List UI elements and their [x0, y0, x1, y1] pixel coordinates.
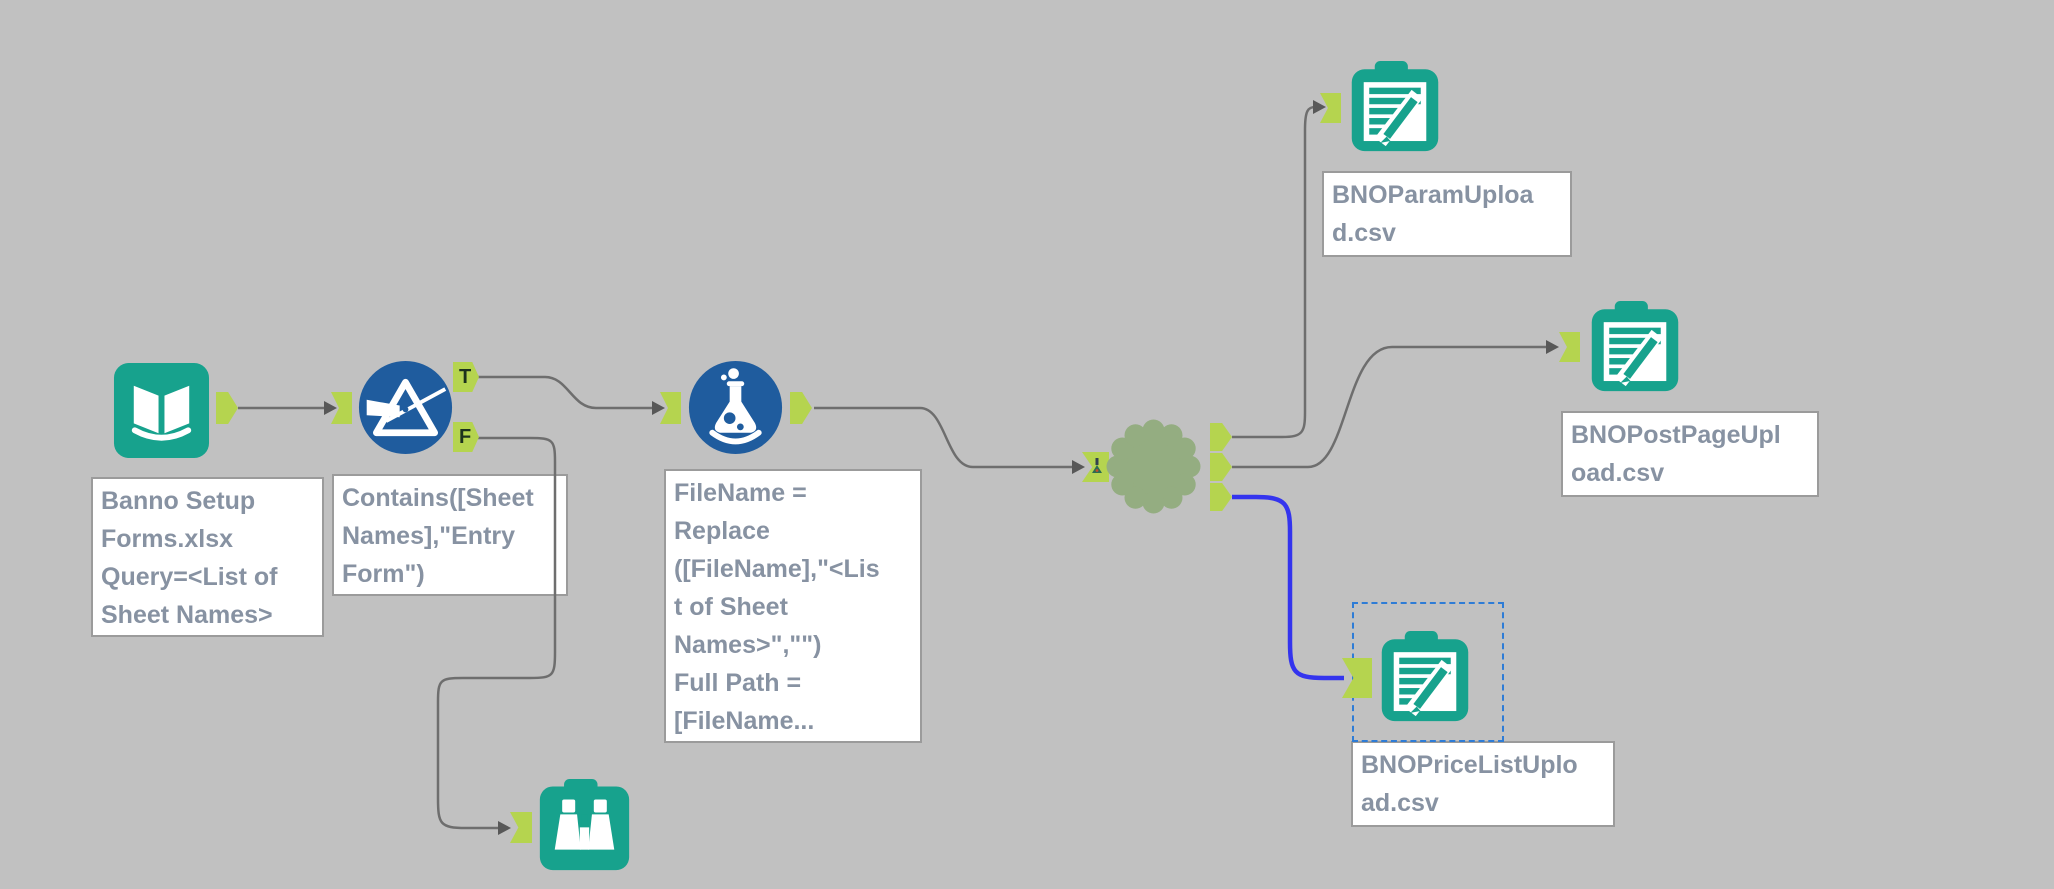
- false-anchor-label: F: [459, 425, 472, 448]
- filter-input-anchor[interactable]: [331, 392, 352, 424]
- true-anchor-label: T: [459, 365, 472, 388]
- browse-tool[interactable]: [538, 779, 631, 872]
- output-pricelist-input-anchor[interactable]: [1342, 658, 1372, 698]
- funnel-prism-icon: [358, 360, 453, 455]
- output-postpage-input-anchor[interactable]: [1559, 332, 1580, 362]
- filter-false-anchor[interactable]: F: [453, 422, 479, 452]
- macro-input-glyph-icon: [1092, 458, 1102, 473]
- browse-input-anchor[interactable]: [510, 812, 532, 843]
- output-data-tool-pricelist[interactable]: [1379, 631, 1471, 723]
- file-write-icon: [1591, 301, 1679, 392]
- macro-tool[interactable]: [1106, 419, 1201, 514]
- file-write-icon: [1381, 631, 1469, 722]
- open-book-icon: [113, 362, 210, 459]
- wire-macro-to-output-pricelist-selected[interactable]: [1232, 494, 1344, 681]
- wire-filter-true-to-formula[interactable]: [478, 375, 654, 410]
- annotation-formula[interactable]: FileName = Replace ([FileName],"<Lis t o…: [664, 469, 922, 743]
- output-data-tool-postpage[interactable]: [1589, 301, 1681, 393]
- filter-tool[interactable]: [357, 359, 454, 456]
- file-write-icon: [1351, 61, 1439, 152]
- annotation-filter[interactable]: Contains([Sheet Names],"Entry Form"): [332, 474, 568, 596]
- annotation-input-data[interactable]: Banno Setup Forms.xlsx Query=<List of Sh…: [91, 477, 324, 637]
- binoculars-icon: [539, 779, 630, 871]
- macro-output-anchor-1[interactable]: [1210, 423, 1232, 451]
- macro-output-anchor-3[interactable]: [1210, 483, 1232, 511]
- input-data-output-anchor[interactable]: [216, 392, 238, 424]
- wire-formula-to-macro[interactable]: [814, 406, 1074, 469]
- annotation-output-pricelist[interactable]: BNOPriceListUplo ad.csv: [1351, 741, 1615, 827]
- macro-output-anchor-2[interactable]: [1210, 453, 1232, 481]
- wire-filter-false-to-browse[interactable]: [436, 436, 557, 830]
- formula-input-anchor[interactable]: [660, 392, 681, 424]
- filter-true-anchor[interactable]: T: [453, 362, 479, 392]
- output-data-tool-param[interactable]: [1349, 61, 1441, 153]
- input-data-tool[interactable]: [112, 361, 211, 460]
- wire-macro-to-output-postpage[interactable]: [1232, 345, 1548, 469]
- formula-output-anchor[interactable]: [790, 392, 812, 424]
- output-param-input-anchor[interactable]: [1320, 93, 1341, 123]
- flask-icon: [688, 360, 783, 455]
- macro-input-anchor[interactable]: [1082, 452, 1109, 482]
- wire-macro-to-output-param[interactable]: [1232, 105, 1317, 439]
- annotation-output-postpage[interactable]: BNOPostPageUpl oad.csv: [1561, 411, 1819, 497]
- gear-flower-icon: [1106, 419, 1201, 514]
- formula-tool[interactable]: [687, 359, 784, 456]
- annotation-output-param[interactable]: BNOParamUploa d.csv: [1322, 171, 1572, 257]
